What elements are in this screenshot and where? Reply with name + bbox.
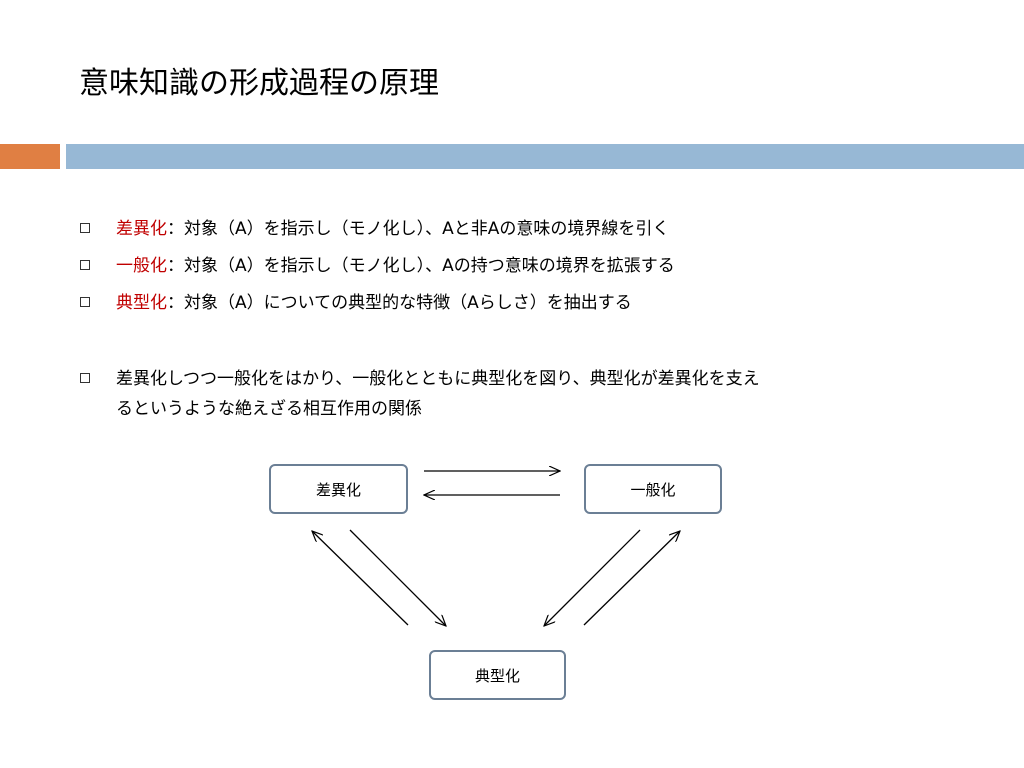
node-typification: 典型化: [429, 650, 566, 700]
arrow-differentiation-to-typification: [349, 529, 446, 626]
paragraph-line-2: るというような絶えざる相互作用の関係: [116, 399, 422, 419]
square-bullet-icon: [80, 260, 90, 270]
bullet-description: 対象（A）を指示し（モノ化し）、Aと非Aの意味の境界線を引く: [184, 219, 670, 239]
paragraph-line-1: 差異化しつつ一般化をはかり、一般化とともに典型化を図り、典型化が差異化を支え: [116, 369, 760, 389]
bullet-description: 対象（A）についての典型的な特徴（Aらしさ）を抽出する: [184, 293, 632, 313]
title-accent-bar-blue: [66, 144, 1024, 169]
bullet-description: 対象（A）を指示し（モノ化し）、Aの持つ意味の境界を拡張する: [184, 256, 675, 276]
square-bullet-icon: [80, 297, 90, 307]
slide-title: 意味知識の形成過程の原理: [79, 66, 439, 101]
square-bullet-icon: [80, 373, 90, 383]
bullet-separator: ：: [167, 256, 184, 276]
bullet-term: 差異化: [116, 219, 167, 239]
node-generalization: 一般化: [584, 464, 722, 514]
bullet-separator: ：: [167, 293, 184, 313]
bullet-separator: ：: [167, 219, 184, 239]
node-differentiation: 差異化: [269, 464, 408, 514]
bullet-term: 典型化: [116, 293, 167, 313]
arrow-typification-to-generalization: [583, 531, 680, 626]
arrow-generalization-to-typification: [544, 529, 641, 626]
square-bullet-icon: [80, 223, 90, 233]
title-accent-bar-orange: [0, 144, 60, 169]
bullet-term: 一般化: [116, 256, 167, 276]
arrow-typification-to-differentiation: [312, 531, 409, 626]
